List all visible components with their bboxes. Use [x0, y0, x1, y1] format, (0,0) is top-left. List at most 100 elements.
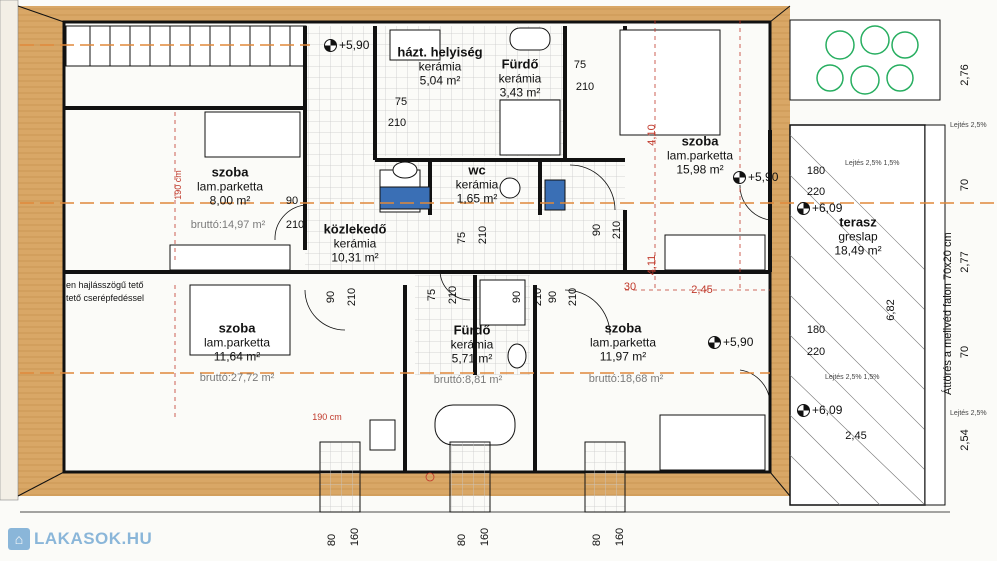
room-area: 1,65 m²	[456, 191, 498, 206]
room-area: 11,64 m²	[213, 349, 261, 364]
roof-window-width: 80	[326, 533, 338, 547]
door-height: 210	[567, 287, 579, 307]
level-icon	[797, 404, 810, 418]
room-length: 4,11	[646, 254, 658, 276]
room-area: 5,71 m²	[451, 351, 493, 366]
house-icon: ⌂	[8, 528, 30, 550]
room-label: terasz greslap 18,49 m²	[834, 214, 882, 259]
slope-note: Lejtés 2,5%	[950, 122, 987, 129]
terrace	[789, 19, 946, 506]
room-floor: kerámia	[333, 236, 377, 251]
door-width: 90	[511, 290, 523, 304]
window-height: 220	[806, 186, 826, 198]
roof-note: tető cserépfedéssel	[66, 293, 145, 303]
room-floor: lam.parketta	[666, 148, 734, 163]
room-area: 5,04 m²	[419, 73, 461, 88]
room-name: közlekedő	[323, 221, 387, 237]
door-height: 210	[387, 117, 407, 129]
roof-window-height: 160	[349, 527, 361, 547]
room-name: szoba	[681, 133, 719, 149]
room-name: Fürdő	[501, 56, 539, 72]
door-height: 210	[611, 220, 623, 240]
room-label: szoba lam.parketta 11,64 m²	[204, 320, 270, 365]
window-height: 220	[806, 346, 826, 358]
garden-trees	[816, 25, 919, 95]
room-floor: kerámia	[498, 71, 542, 86]
door-height: 210	[575, 81, 595, 93]
room-gross: bruttó:8,81 m²	[433, 374, 503, 386]
watermark-logo: ⌂ LAKASOK.HU	[8, 528, 152, 550]
terrace-dim: 2,45	[845, 430, 867, 442]
slope-note: Lejtés 2,5% 1,5%	[845, 160, 900, 167]
ridge-lines	[20, 44, 997, 374]
room-label: wc kerámia 1,65 m²	[455, 162, 499, 207]
slope-note: Lejtés 2,5% 1,5%	[825, 374, 880, 381]
door-height: 210	[532, 287, 544, 307]
room-area: 10,31 m²	[331, 250, 379, 265]
room-name: házt. helyiség	[397, 44, 483, 60]
door-width: 90	[591, 223, 603, 237]
terrace-dim: 2,54	[959, 429, 971, 451]
room-gross: bruttó:14,97 m²	[190, 219, 266, 231]
door-width: 75	[456, 231, 468, 245]
height-guide: 190 cm	[312, 412, 342, 422]
room-area: 18,49 m²	[834, 243, 882, 258]
room-label: szoba lam.parketta 8,00 m²	[196, 165, 264, 209]
room-label: szoba lam.parketta 11,97 m²	[589, 320, 657, 365]
room-name: terasz	[839, 214, 877, 230]
terrace-dim: 6,82	[885, 299, 897, 321]
terrace-dim: 70	[959, 345, 971, 359]
room-floor: kerámia	[455, 177, 499, 192]
door-width: 75	[394, 96, 408, 108]
tiled-corridor	[305, 26, 375, 271]
door-width: 90	[285, 195, 299, 207]
door-height: 210	[447, 285, 459, 305]
room-floor: kerámia	[418, 59, 462, 74]
door-width: 90	[547, 290, 559, 304]
stairs	[65, 25, 307, 67]
level-marker: +5,90	[324, 38, 369, 53]
terrace-note: Áttörés a mellvéd falon 70x20 cm	[942, 232, 954, 395]
room-area: 11,97 m²	[599, 349, 647, 364]
terrace-dim: 2,76	[959, 64, 971, 86]
door-height: 210	[285, 219, 305, 231]
slope-note: Lejtés 2,5%	[950, 410, 987, 417]
room-gross: bruttó:27,72 m²	[199, 372, 275, 384]
level-icon	[324, 39, 337, 53]
level-marker: +5,90	[708, 335, 753, 350]
room-label: Fürdő kerámia 3,43 m²	[498, 56, 542, 101]
roof-windows	[319, 441, 626, 513]
door-width: 75	[426, 288, 438, 302]
room-name: wc	[468, 162, 486, 178]
room-width: 2,45	[691, 284, 713, 296]
interior-walls	[64, 26, 772, 472]
room-floor: lam.parketta	[589, 335, 657, 350]
roof-window-height: 160	[614, 527, 626, 547]
offset-dim: 30	[623, 281, 637, 293]
level-marker: +6,09	[797, 201, 842, 216]
room-area: 3,43 m²	[499, 85, 541, 100]
level-marker: +5,90	[733, 170, 778, 185]
room-floor: lam.parketta	[196, 179, 264, 194]
door-height: 210	[346, 287, 358, 307]
room-gross: bruttó:18,68 m²	[588, 373, 664, 385]
room-floor: kerámia	[450, 337, 494, 352]
level-icon	[797, 202, 810, 216]
terrace-dim: 70	[959, 178, 971, 192]
window-width: 180	[806, 324, 826, 336]
roof-window-width: 80	[456, 533, 468, 547]
door-height: 210	[477, 225, 489, 245]
room-label: szoba lam.parketta 15,98 m²	[666, 133, 734, 178]
room-area: 8,00 m²	[209, 193, 251, 208]
room-name: szoba	[604, 320, 642, 336]
door-swings	[274, 164, 771, 406]
room-name: szoba	[218, 320, 256, 336]
room-area: 15,98 m²	[676, 162, 724, 177]
room-label: közlekedő kerámia 10,31 m²	[323, 221, 387, 266]
level-icon	[708, 336, 721, 350]
watermark-text: LAKASOK.HU	[34, 529, 153, 548]
roof-window-width: 80	[591, 533, 603, 547]
room-label: házt. helyiség kerámia 5,04 m²	[397, 44, 483, 89]
red-guides	[174, 20, 770, 482]
